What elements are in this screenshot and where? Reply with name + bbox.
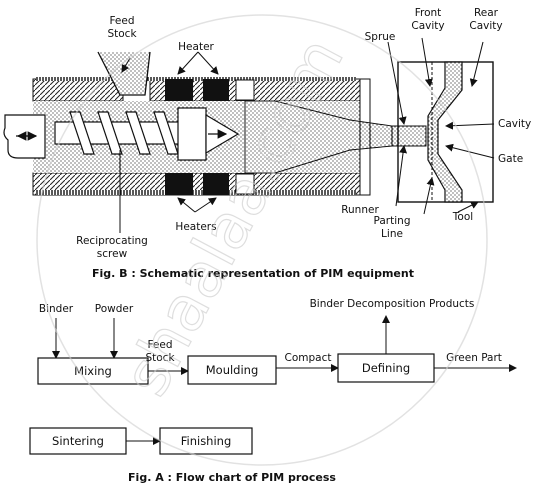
label-line: Reciprocating [76, 235, 148, 247]
caption-fig-a: Fig. A : Flow chart of PIM process [128, 471, 336, 484]
heater-block-upper-2 [203, 79, 229, 101]
heater-block-upper-3 [235, 79, 255, 101]
label-runner: Runner [341, 204, 379, 216]
heater-block-upper-1 [165, 79, 193, 101]
box-moulding-label: Moulding [206, 363, 259, 377]
heater-block-lower-3 [235, 173, 255, 195]
label-line: Rear [474, 7, 499, 19]
label-line: Front [415, 7, 442, 19]
screw-tip-block [177, 107, 207, 161]
label-line: Cavity [469, 20, 502, 32]
caption-fig-b: Fig. B : Schematic representation of PIM… [92, 267, 414, 280]
barrel-bottom-band [36, 190, 356, 195]
screw-flights [69, 111, 179, 155]
box-moulding [187, 355, 277, 385]
label-line: Parting [374, 215, 411, 227]
sprue-channel [391, 125, 427, 147]
label-line: Stock [145, 352, 175, 364]
label-line: screw [97, 248, 128, 260]
mould-cavity [427, 61, 463, 203]
box-finishing-label: Finishing [181, 434, 232, 448]
label-line: Stock [107, 28, 137, 40]
label-cavity: Cavity [498, 118, 531, 130]
box-defining-label: Defining [362, 361, 410, 375]
box-mixing-label: Mixing [74, 364, 112, 378]
label-line: Feed [147, 339, 172, 351]
label-binder: Binder [39, 303, 74, 315]
label-heaters: Heaters [175, 221, 216, 233]
label-compact: Compact [285, 352, 332, 364]
leader-lines [119, 37, 495, 233]
label-line: Line [381, 228, 403, 240]
label-heater: Heater [178, 41, 214, 53]
heater-block-lower-1 [165, 173, 193, 195]
label-green-part: Green Part [446, 352, 502, 364]
box-sintering [29, 427, 127, 455]
label-tool: Tool [452, 211, 473, 223]
label-line: Cavity [411, 20, 444, 32]
label-powder: Powder [95, 303, 134, 315]
label-gate: Gate [498, 153, 523, 165]
barrel-top-band [36, 77, 356, 81]
box-sintering-label: Sintering [52, 434, 104, 448]
heater-block-lower-2 [203, 173, 229, 195]
label-line: Feed [109, 15, 134, 27]
feed-hopper [97, 51, 151, 96]
label-sprue: Sprue [365, 31, 396, 43]
watermark-circle [36, 14, 488, 466]
label-binder-decomposition-products: Binder Decomposition Products [310, 298, 475, 310]
box-mixing [37, 357, 149, 385]
nozzle-flange [359, 78, 371, 196]
barrel-upper-wall [32, 78, 124, 102]
